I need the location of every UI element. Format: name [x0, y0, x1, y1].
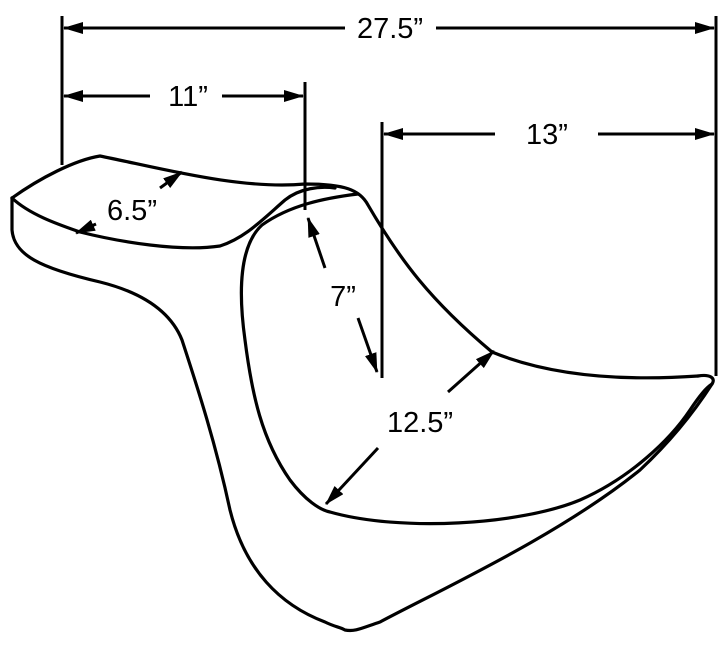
- passenger-pad-front: [10, 185, 337, 250]
- dimension-passenger-width: 6.5”: [75, 170, 183, 235]
- rise-label: 7”: [330, 281, 356, 313]
- dimension-driver-width: 12.5”: [324, 349, 495, 506]
- passenger-width-label: 6.5”: [107, 195, 157, 227]
- driver-length-label: 13”: [526, 119, 568, 151]
- dim-arrow-rise-down: [356, 317, 379, 373]
- driver-seat-bowl: [239, 192, 714, 526]
- dim-arrow-rise-up: [306, 217, 327, 269]
- dim-arrow-passenger-width-up: [159, 170, 183, 190]
- dimension-rise: 7”: [306, 217, 379, 373]
- seat-outer-silhouette: [10, 196, 715, 633]
- dim-arrow-driver-width-up: [447, 349, 495, 394]
- passenger-pad-top: [10, 154, 700, 380]
- passenger-length-label: 11”: [168, 81, 208, 113]
- dim-arrow-passenger-width-down: [75, 219, 97, 235]
- dim-arrow-driver-width-down: [324, 446, 380, 506]
- dimension-passenger-length: 11”: [63, 81, 304, 113]
- seat-outline: [10, 154, 715, 633]
- extension-lines: [60, 16, 718, 378]
- dimension-driver-length: 13”: [383, 119, 715, 151]
- driver-width-label: 12.5”: [387, 407, 453, 439]
- dimension-overall-length: 27.5”: [63, 13, 715, 45]
- overall-length-label: 27.5”: [357, 13, 423, 45]
